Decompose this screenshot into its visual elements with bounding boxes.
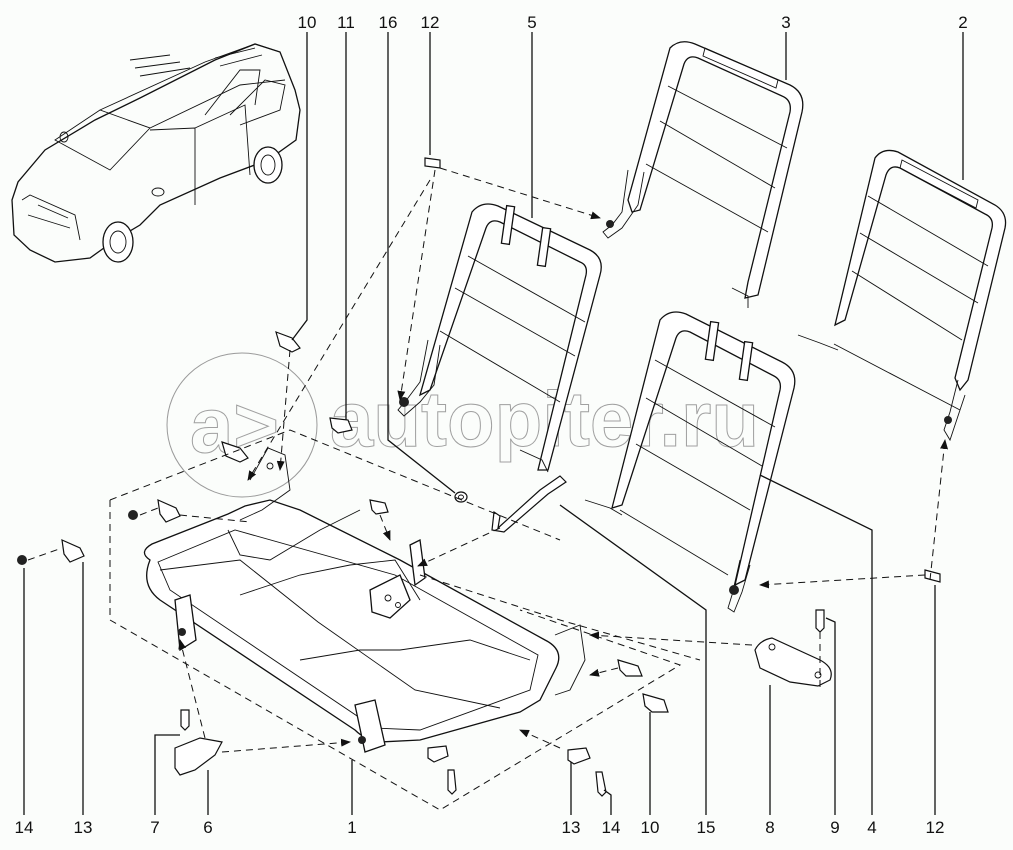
callout-label: 11	[337, 13, 355, 32]
callout-label: 15	[697, 818, 716, 837]
seat-cushion-frame-1[interactable]	[143, 447, 586, 753]
screw-14-bottom-a[interactable]	[447, 769, 457, 795]
seat-back-frame-4[interactable]	[584, 311, 796, 613]
callout-label: 4	[867, 818, 876, 837]
callout-label: 13	[562, 818, 581, 837]
seat-back-frame-5[interactable]	[397, 203, 602, 473]
callout-label: 2	[958, 13, 967, 32]
callout-label: 1	[347, 818, 356, 837]
bolt-7[interactable]	[180, 709, 190, 731]
screw-14-mid[interactable]	[128, 510, 138, 520]
callout-label: 3	[781, 13, 790, 32]
callout-label: 10	[298, 13, 317, 32]
clip-13-bottom-a[interactable]	[427, 745, 449, 763]
top-callouts: 10 11 16 12 5 3 2	[298, 13, 968, 32]
clip-13-bottom-b[interactable]	[567, 747, 591, 765]
clip-11[interactable]	[329, 417, 353, 434]
assembly-lines	[27, 167, 949, 811]
bolt-12-top[interactable]	[424, 157, 441, 169]
callout-label: 6	[203, 818, 212, 837]
bottom-callouts: 14 13 7 6 1 13 14 10 15 8 9 4 12	[15, 818, 945, 837]
screw-14-bottom-b[interactable]	[595, 771, 607, 797]
hinge-plate-8[interactable]	[754, 637, 832, 687]
callout-label: 12	[421, 13, 440, 32]
clip-small-center[interactable]	[369, 499, 389, 515]
callout-label: 16	[379, 13, 398, 32]
bolt-9[interactable]	[815, 609, 825, 633]
seat-back-frame-3[interactable]	[602, 41, 804, 308]
clip-13-left[interactable]	[61, 539, 85, 563]
clip-10-top[interactable]	[275, 331, 301, 353]
washer-16[interactable]	[454, 491, 468, 503]
screw-14-left[interactable]	[17, 555, 27, 565]
callout-label: 5	[527, 13, 536, 32]
bracket-6[interactable]	[174, 737, 223, 776]
callout-label: 13	[74, 818, 93, 837]
callout-label: 8	[765, 818, 774, 837]
callout-label: 10	[641, 818, 660, 837]
rod-15[interactable]	[491, 475, 567, 533]
watermark: a> autopiter.ru	[166, 352, 760, 498]
bolt-12-right[interactable]	[924, 569, 941, 583]
callout-label: 7	[150, 818, 159, 837]
callout-label: 12	[926, 818, 945, 837]
watermark-logo-ring	[166, 352, 318, 498]
callout-label: 14	[15, 818, 34, 837]
clip-10-right-a[interactable]	[617, 659, 643, 677]
callout-label: 14	[602, 818, 621, 837]
clip-13-mid[interactable]	[157, 499, 181, 523]
clip-10-left[interactable]	[221, 441, 249, 463]
vehicle-illustration	[11, 43, 301, 263]
seat-back-frame-2[interactable]	[797, 149, 1007, 442]
leader-lines	[23, 32, 964, 815]
clip-10-right-b[interactable]	[642, 693, 669, 713]
callout-label: 9	[830, 818, 839, 837]
